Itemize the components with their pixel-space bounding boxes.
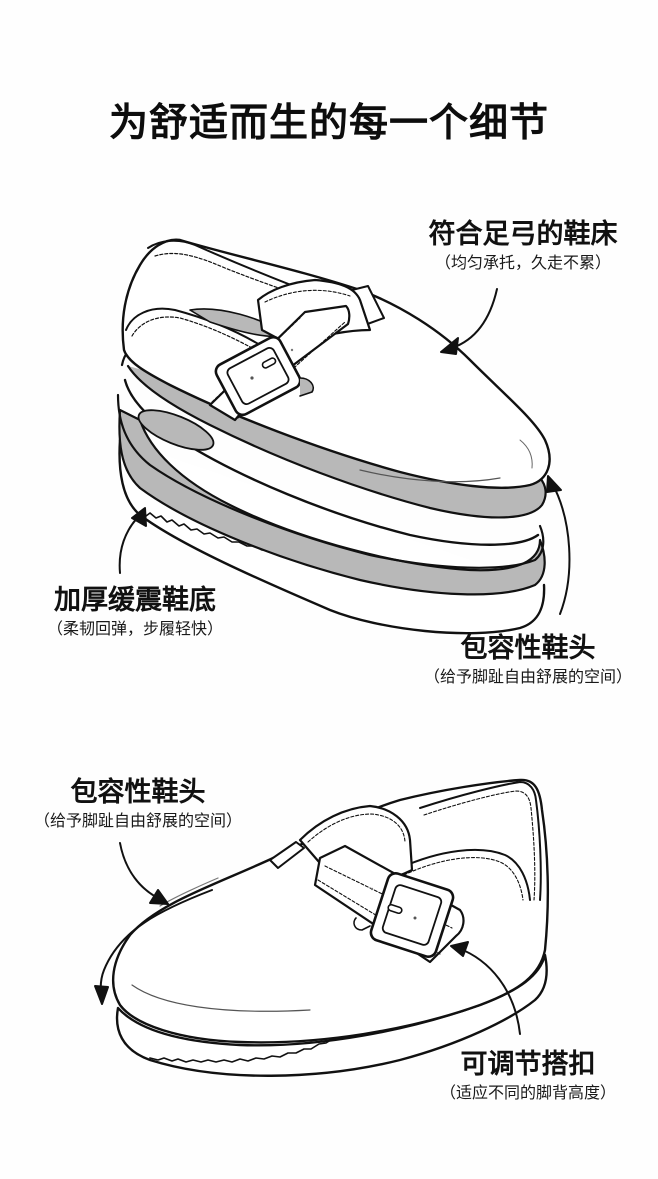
callout-heading: 包容性鞋头 xyxy=(70,777,206,808)
arrow-icon xyxy=(119,842,169,905)
page-title: 为舒适而生的每一个细节 xyxy=(108,101,549,146)
callout-arch-footbed: 符合足弓的鞋床 （均匀承托，久走不累） xyxy=(410,218,636,274)
arrow-icon xyxy=(450,941,521,1035)
callout-adjustable-buckle: 可调节搭扣 （适应不同的脚背高度） xyxy=(422,1048,634,1104)
callout-roomy-toe-box-2: 包容性鞋头 （给予脚趾自由舒展的空间） xyxy=(16,776,260,832)
callout-heading: 可调节搭扣 xyxy=(460,1049,596,1080)
arrow-icon xyxy=(94,889,213,1005)
arrow-icon xyxy=(546,475,571,615)
callout-subtext: （给予脚趾自由舒展的空间） xyxy=(33,811,242,830)
callout-subtext: （均匀承托，久走不累） xyxy=(434,253,611,272)
arrow-icon xyxy=(118,507,147,574)
callout-heading: 符合足弓的鞋床 xyxy=(428,219,618,250)
callout-subtext: （适应不同的脚背高度） xyxy=(439,1083,616,1102)
callout-roomy-toe-box: 包容性鞋头 （给予脚趾自由舒展的空间） xyxy=(406,632,650,688)
callout-heading: 加厚缓震鞋底 xyxy=(54,585,216,616)
callout-subtext: （柔韧回弹，步履轻快） xyxy=(46,619,223,638)
callout-heading: 包容性鞋头 xyxy=(460,633,596,664)
callout-cushion-sole: 加厚缓震鞋底 （柔韧回弹，步履轻快） xyxy=(30,584,240,640)
buckle-strap xyxy=(208,278,372,422)
callout-subtext: （给予脚趾自由舒展的空间） xyxy=(423,667,632,686)
buckle-strap xyxy=(298,804,465,964)
arrow-icon xyxy=(440,288,498,355)
